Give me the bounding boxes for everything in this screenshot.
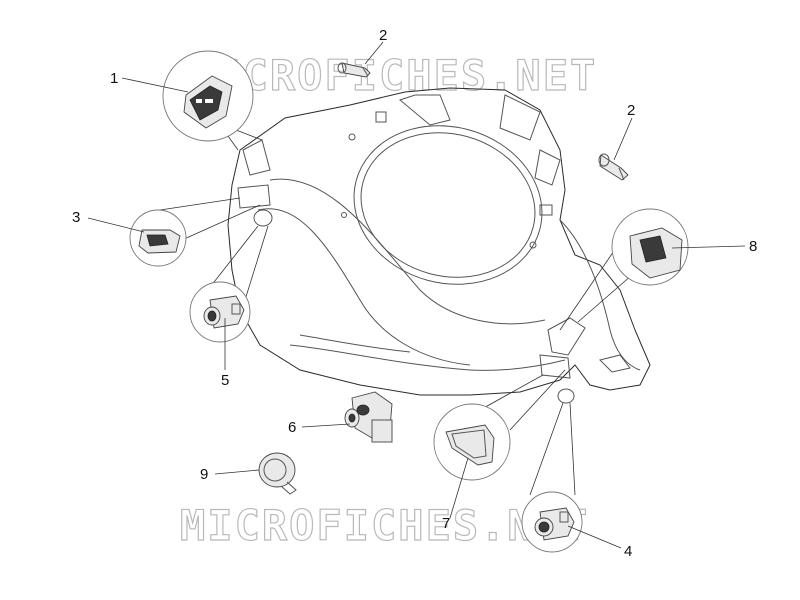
watermark-bottom: MICROFICHES.NET xyxy=(180,501,589,550)
part-5-socket[interactable] xyxy=(189,281,251,343)
part-8-switch[interactable] xyxy=(611,208,689,286)
callout-4: 4 xyxy=(624,543,632,560)
callout-5: 5 xyxy=(221,372,229,389)
handlebar-cover-housing xyxy=(227,87,651,404)
part-4-socket[interactable] xyxy=(521,491,583,553)
part-2-bulb-right[interactable] xyxy=(598,153,629,181)
part-9-lock-ring[interactable] xyxy=(258,452,297,495)
callout-7: 7 xyxy=(442,515,450,532)
callout-1: 1 xyxy=(110,70,118,87)
part-2-bulb-top[interactable] xyxy=(337,62,371,78)
part-6-ignition-lock[interactable] xyxy=(344,391,393,443)
callout-2-top: 2 xyxy=(379,27,387,44)
callout-8: 8 xyxy=(749,238,757,255)
part-7-cover[interactable] xyxy=(433,403,511,481)
part-1-switch[interactable] xyxy=(162,50,254,142)
callout-leaders xyxy=(87,41,746,549)
callout-labels: 1 2 2 3 4 5 6 7 8 9 xyxy=(72,27,757,560)
callout-2-right: 2 xyxy=(627,102,635,119)
watermark-top: MICROFICHES.NET xyxy=(188,51,597,100)
callout-9: 9 xyxy=(200,466,208,483)
callout-6: 6 xyxy=(288,419,296,436)
callout-3: 3 xyxy=(72,209,80,226)
part-3-switch[interactable] xyxy=(129,209,187,267)
